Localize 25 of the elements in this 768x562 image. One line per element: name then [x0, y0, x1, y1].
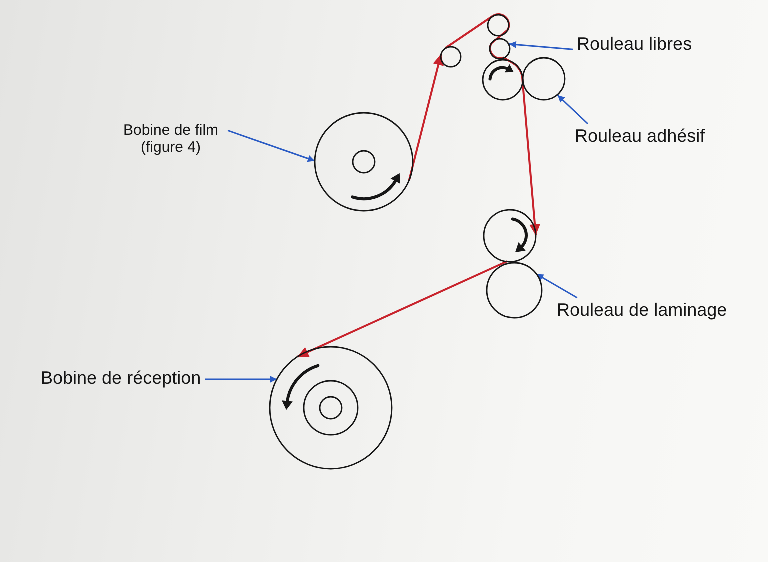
- film-path: [522, 80, 541, 236]
- leader-line: [557, 94, 589, 125]
- leader-line: [228, 130, 316, 162]
- part-label: Rouleau libres: [577, 34, 692, 55]
- take-up-reel: [269, 346, 393, 470]
- film-path: [297, 260, 508, 358]
- part-label: Rouleau adhésif: [575, 126, 706, 147]
- leader-line: [536, 274, 578, 299]
- roller: [522, 57, 566, 102]
- film-path: [444, 15, 494, 50]
- film-reel: [314, 112, 414, 212]
- roller: [489, 38, 512, 60]
- roller: [487, 14, 510, 36]
- leader-line: [205, 376, 278, 383]
- part-label: Bobine de réception: [41, 368, 202, 389]
- part-label: Rouleau de laminage: [557, 300, 728, 321]
- leader-line: [509, 41, 574, 50]
- roller: [482, 59, 524, 102]
- film-path: [408, 54, 444, 181]
- roller: [483, 208, 537, 262]
- roller: [440, 46, 462, 68]
- film-path: [491, 14, 510, 44]
- part-label: Bobine de film (figure 4): [117, 122, 225, 157]
- roller: [486, 262, 542, 318]
- film-path: [489, 43, 524, 80]
